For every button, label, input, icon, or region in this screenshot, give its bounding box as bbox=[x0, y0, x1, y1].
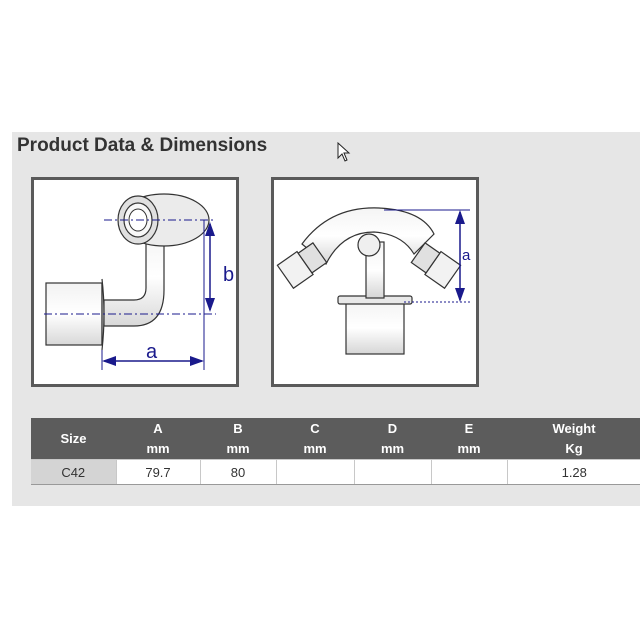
cell-weight: 1.28 bbox=[506, 459, 640, 485]
section-title: Product Data & Dimensions bbox=[17, 135, 268, 156]
dimension-label-a: a bbox=[146, 341, 158, 363]
elbow-fitting-drawing: b a bbox=[44, 193, 234, 370]
cell-a: 79.7 bbox=[115, 459, 200, 485]
diagram-right: a bbox=[271, 177, 479, 387]
cell-e bbox=[430, 459, 507, 485]
header-size: Size bbox=[31, 418, 116, 460]
mouse-cursor-icon bbox=[337, 142, 351, 162]
cell-d bbox=[353, 459, 431, 485]
dimension-label-a-right: a bbox=[462, 247, 471, 264]
dimension-label-b: b bbox=[223, 264, 234, 286]
cell-b: 80 bbox=[199, 459, 276, 485]
cell-c bbox=[275, 459, 354, 485]
product-data-panel: Product Data & Dimensions bbox=[12, 132, 640, 506]
diagram-left: b a bbox=[31, 177, 239, 387]
swivel-fitting-drawing: a bbox=[276, 207, 471, 355]
cell-size: C42 bbox=[31, 459, 116, 485]
table-row: C42 79.7 80 1.28 bbox=[31, 459, 640, 485]
